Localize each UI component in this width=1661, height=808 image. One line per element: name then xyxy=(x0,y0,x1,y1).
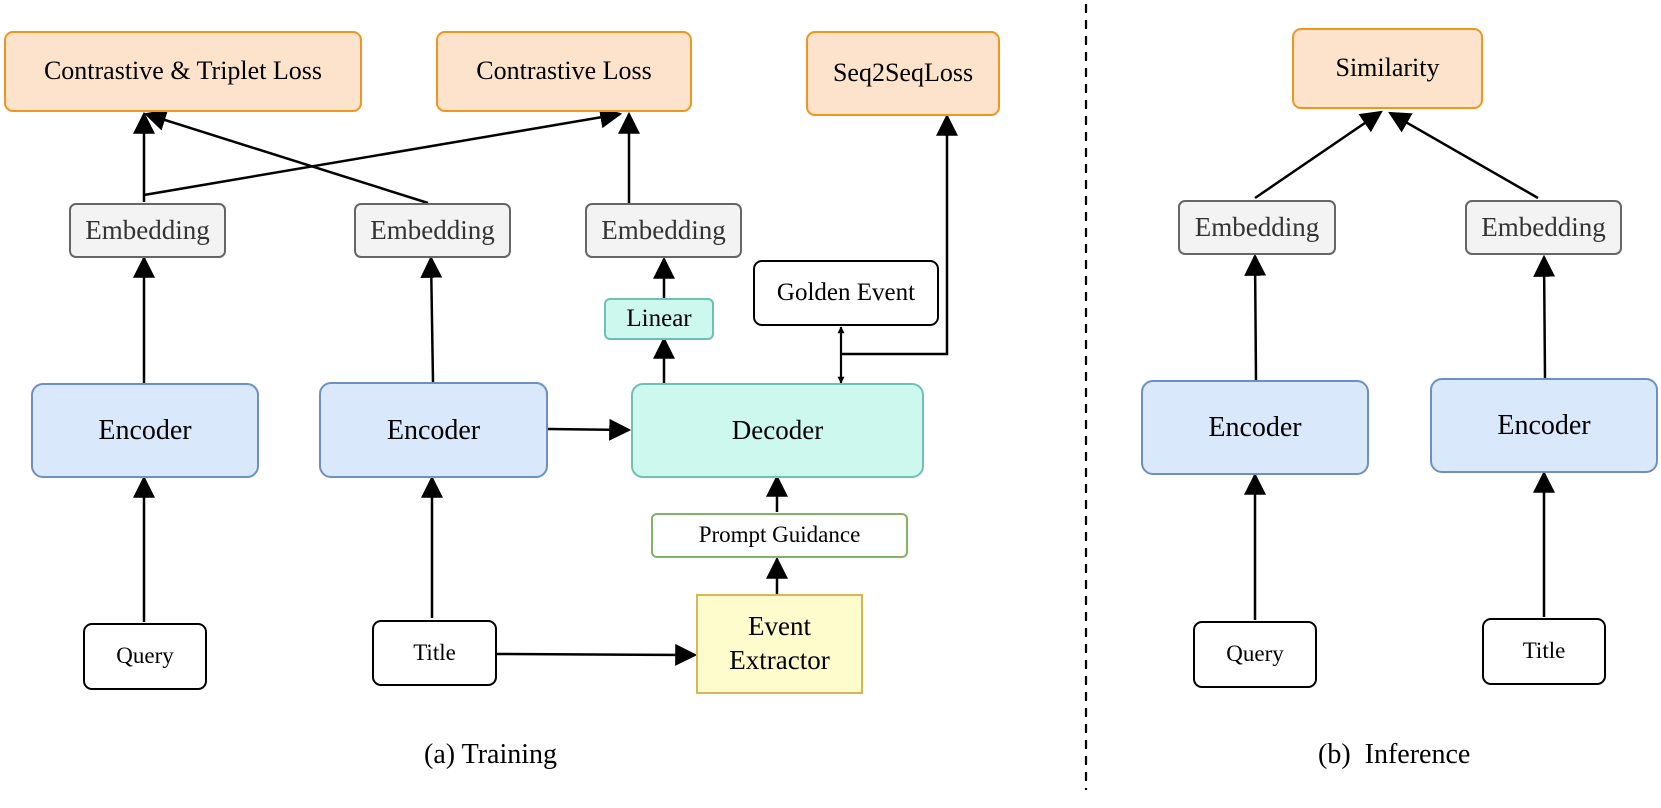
title-label: Title xyxy=(413,639,456,665)
linear-box: Linear xyxy=(604,298,714,340)
inference-embedding-box-query: Embedding xyxy=(1178,200,1336,255)
embedding-label: Embedding xyxy=(1481,211,1606,242)
title-input-box: Title xyxy=(372,620,497,686)
encoder-label: Encoder xyxy=(1208,412,1302,443)
arrow-inf-embedding2-to-similarity xyxy=(1388,111,1539,200)
decoder-label: Decoder xyxy=(731,414,824,445)
encoder-box-query: Encoder xyxy=(31,383,259,478)
embedding-box-query: Embedding xyxy=(69,203,226,258)
embedding-label: Embedding xyxy=(601,214,726,245)
arrow-embedding2-to-triplet-loss xyxy=(143,109,429,205)
arrow-embedding1-to-contrastive xyxy=(143,106,623,197)
similarity-label: Similarity xyxy=(1335,53,1440,83)
arrow-encoder2-to-embedding xyxy=(420,255,443,383)
inference-encoder-box-title: Encoder xyxy=(1430,378,1658,473)
inference-title-input-box: Title xyxy=(1482,618,1606,685)
training-caption: (a) Training xyxy=(424,739,557,770)
arrow-encoder2-to-decoder xyxy=(547,418,632,441)
query-label: Query xyxy=(116,643,174,669)
embedding-box-title: Embedding xyxy=(354,203,511,258)
seq2seq-loss-box: Seq2SeqLoss xyxy=(806,31,1000,116)
prompt-guidance-box: Prompt Guidance xyxy=(651,513,908,558)
golden-event-box: Golden Event xyxy=(753,260,939,326)
inference-query-input-box: Query xyxy=(1193,621,1317,688)
decoder-box: Decoder xyxy=(631,383,924,478)
event-extractor-label: Event Extractor xyxy=(729,611,830,675)
title-label: Title xyxy=(1522,638,1566,664)
contrastive-triplet-loss-box: Contrastive & Triplet Loss xyxy=(4,31,362,112)
encoder-box-title: Encoder xyxy=(319,382,548,478)
query-label: Query xyxy=(1226,641,1284,667)
golden-event-label: Golden Event xyxy=(776,279,916,307)
embedding-label: Embedding xyxy=(370,214,495,245)
contrastive-loss-label: Contrastive Loss xyxy=(476,56,652,86)
inference-caption: (b) Inference xyxy=(1318,739,1471,770)
arrow-inf-embedding1-to-similarity xyxy=(1254,110,1383,200)
linear-label: Linear xyxy=(626,305,692,333)
query-input-box: Query xyxy=(83,623,207,690)
contrastive-loss-box: Contrastive Loss xyxy=(436,31,692,112)
arrow-inf-encoder1-to-embedding xyxy=(1244,253,1267,381)
embedding-label: Embedding xyxy=(85,214,210,245)
inference-embedding-box-title: Embedding xyxy=(1465,200,1622,255)
inference-encoder-box-query: Encoder xyxy=(1141,380,1369,475)
seq2seq-loss-label: Seq2SeqLoss xyxy=(832,58,974,88)
embedding-label: Embedding xyxy=(1194,211,1320,242)
encoder-label: Encoder xyxy=(1497,410,1591,441)
arrow-inf-encoder2-to-embedding xyxy=(1533,254,1556,379)
arrow-decoder-to-seq2seq xyxy=(841,113,958,356)
encoder-label: Encoder xyxy=(386,414,481,446)
contrastive-triplet-loss-label: Contrastive & Triplet Loss xyxy=(43,56,323,86)
embedding-box-decoder: Embedding xyxy=(585,203,742,258)
arrow-title-to-event-extractor xyxy=(496,643,698,666)
event-extractor-box: Event Extractor xyxy=(696,594,863,694)
similarity-box: Similarity xyxy=(1292,28,1483,109)
encoder-label: Encoder xyxy=(98,415,192,446)
prompt-guidance-label: Prompt Guidance xyxy=(698,522,861,548)
